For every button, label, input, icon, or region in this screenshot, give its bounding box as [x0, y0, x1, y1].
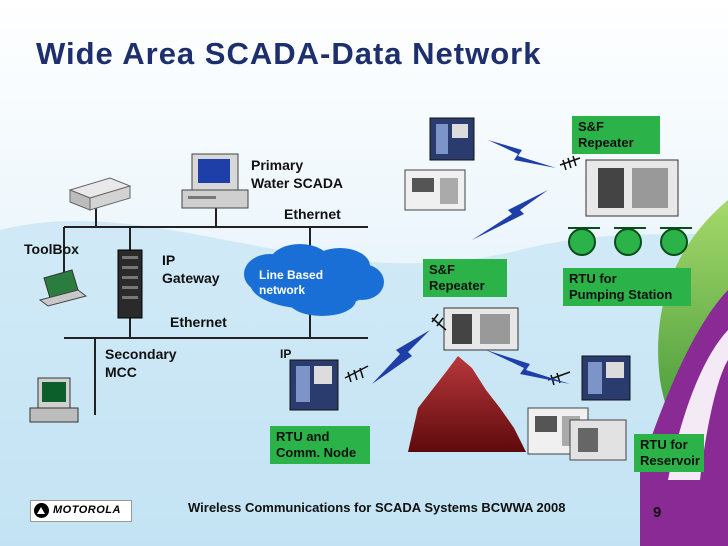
- secondary-mcc-workstation-icon: [29, 377, 79, 423]
- radio-link-bolt-icons: [372, 140, 570, 384]
- page-title: Wide Area SCADA-Data Network: [36, 36, 542, 71]
- sf-repeater-mid-panel-icon: [443, 307, 519, 351]
- rtu-control-panel-icon: [404, 169, 466, 211]
- secondary-label: Secondary: [105, 346, 177, 362]
- ip-label: IP: [280, 347, 292, 361]
- rtu-radio-equipment-icon: [429, 117, 475, 161]
- water-scada-label: Water SCADA: [251, 175, 344, 191]
- cloud-label-line1: Line Based: [259, 268, 324, 282]
- ethernet-top-label: Ethernet: [284, 206, 341, 222]
- sf-repeater-mid-box: S&F Repeater: [423, 259, 507, 297]
- ip-gateway-label-line1: IP: [162, 252, 176, 268]
- comm-node-rtu-icon: [289, 359, 339, 411]
- ethernet-bottom-label: Ethernet: [170, 314, 227, 330]
- rtu-pumping-line2: Pumping Station: [569, 287, 673, 302]
- rtu-comm-node-line1: RTU and: [276, 429, 330, 444]
- reservoir-rtu-icon: [581, 355, 631, 401]
- pump-icon-2: [614, 227, 646, 256]
- rtu-pumping-station-box: RTU for Pumping Station: [563, 268, 691, 306]
- sf-repeater-mid-line1: S&F: [429, 262, 455, 277]
- primary-label: Primary: [251, 157, 304, 173]
- background-sky-band: [0, 221, 728, 546]
- motorola-logo-icon: [34, 503, 49, 518]
- rtu-reservoir-line1: RTU for: [640, 437, 688, 452]
- pump-icon-3: [660, 227, 692, 256]
- footer-text: Wireless Communications for SCADA System…: [188, 500, 566, 515]
- toolbox-laptop-icon: [38, 269, 88, 307]
- line-based-network-cloud: [244, 244, 384, 316]
- toolbox-label: ToolBox: [24, 241, 79, 257]
- toolbox-printer-icon: [68, 177, 132, 211]
- sf-repeater-mid-line2: Repeater: [429, 278, 485, 293]
- pump-icon-1: [568, 227, 600, 256]
- cloud-label-line2: network: [259, 283, 306, 297]
- primary-workstation-icon: [181, 153, 249, 209]
- sf-repeater-top-box: S&F Repeater: [572, 116, 660, 154]
- mcc-label: MCC: [105, 364, 137, 380]
- rtu-comm-node-line2: Comm. Node: [276, 445, 357, 460]
- mountain-shape: [408, 356, 526, 452]
- rtu-comm-node-box: RTU and Comm. Node: [270, 426, 370, 464]
- motorola-logo: MOTOROLA: [30, 500, 132, 522]
- reservoir-control-panel-2-icon: [569, 419, 627, 461]
- sf-repeater-top-line2: Repeater: [578, 135, 634, 150]
- page-number: 9: [653, 504, 662, 521]
- cloud-label: Line Based network: [259, 268, 323, 298]
- rtu-pumping-line1: RTU for: [569, 271, 617, 286]
- sf-repeater-top-line1: S&F: [578, 119, 604, 134]
- rtu-reservoir-box: RTU for Reservoir: [634, 434, 704, 472]
- motorola-logo-text: MOTOROLA: [53, 504, 121, 516]
- ip-gateway-label-line2: Gateway: [162, 270, 220, 286]
- sf-repeater-top-panel-icon: [585, 159, 679, 217]
- ip-gateway-rack-icon: [117, 249, 143, 319]
- rtu-reservoir-line2: Reservoir: [640, 453, 700, 468]
